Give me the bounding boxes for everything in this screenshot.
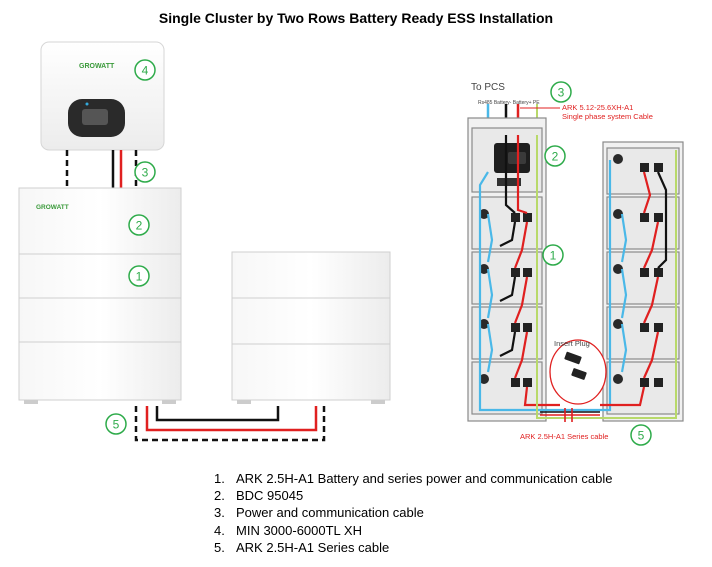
series-badge: 5 — [105, 413, 127, 435]
svg-text:4: 4 — [142, 64, 149, 78]
battery-module-2 — [18, 297, 182, 343]
series-battery-module-2 — [231, 297, 391, 345]
battery-module-3 — [18, 341, 182, 401]
right-rack-power — [600, 171, 668, 407]
svg-text:5: 5 — [638, 429, 645, 443]
legend-number: 5. — [214, 539, 225, 555]
svg-text:1: 1 — [550, 249, 557, 263]
legend-number: 4. — [214, 522, 225, 538]
series-cable-bundle — [540, 408, 600, 422]
right-badge-3: 3 — [550, 81, 572, 103]
legend-item: 4. MIN 3000-6000TL XH — [214, 522, 612, 539]
red-note-2: Single phase system Cable — [562, 112, 653, 121]
right-badge-2: 2 — [544, 145, 566, 167]
right-badge-5: 5 — [630, 424, 652, 446]
legend-text: ARK 2.5H-A1 Battery and series power and… — [236, 471, 613, 486]
battery-badge: 1 — [128, 265, 150, 287]
battery-module-1 — [18, 253, 182, 299]
inverter-badge: 4 — [134, 59, 156, 81]
left-battery-stack: GROWATT — [18, 187, 182, 404]
legend-number: 1. — [214, 471, 225, 486]
right-battery-stack — [231, 251, 391, 404]
legend-number: 2. — [214, 488, 225, 504]
bdc-brand: GROWATT — [36, 204, 69, 211]
right-rack-terminals — [613, 154, 663, 387]
inverter-unit: GROWATT — [40, 41, 165, 151]
bdc-badge: 2 — [128, 214, 150, 236]
legend-item: 2. BDC 95045 — [214, 487, 612, 504]
series-cables — [134, 406, 326, 442]
series-battery-module-3 — [231, 343, 391, 401]
legend-item: 1. ARK 2.5H-A1 Battery and series power a… — [214, 470, 612, 487]
svg-text:5: 5 — [113, 418, 120, 432]
legend-list: 1. ARK 2.5H-A1 Battery and series power a… — [214, 470, 612, 556]
insert-plug-label: Insert Plug — [554, 339, 590, 348]
ground-cables — [536, 135, 677, 419]
diagram-title: Single Cluster by Two Rows Battery Ready… — [158, 10, 554, 26]
to-pcs-label: To PCS — [471, 82, 505, 93]
cable-badge: 3 — [134, 161, 156, 183]
svg-text:3: 3 — [558, 86, 565, 100]
port-labels: Rs485 Battery- Battery+ PE — [478, 100, 540, 106]
series-cable-label: ARK 2.5H-A1 Series cable — [520, 432, 608, 441]
legend-item: 3. Power and communication cable — [214, 504, 612, 521]
red-note-1: ARK 5.12-25.6XH-A1 — [562, 103, 633, 112]
svg-text:2: 2 — [136, 219, 143, 233]
legend-item: 5. ARK 2.5H-A1 Series cable — [214, 539, 612, 556]
left-rack-terminals — [479, 209, 532, 387]
svg-text:1: 1 — [136, 270, 143, 284]
left-rack-power — [499, 135, 560, 407]
legend-text: MIN 3000-6000TL XH — [236, 522, 362, 538]
series-battery-module-1 — [231, 251, 391, 299]
insert-plug-callout: Insert Plug — [549, 339, 607, 405]
svg-text:3: 3 — [142, 166, 149, 180]
legend-text: ARK 2.5H-A1 Series cable — [236, 539, 390, 555]
comm-cables — [478, 160, 628, 412]
svg-text:2: 2 — [552, 150, 559, 164]
bdc-module — [18, 187, 182, 255]
legend-text: BDC 95045 — [236, 488, 304, 504]
inverter-brand: GROWATT — [79, 63, 115, 70]
legend-text: Power and communication cable — [236, 505, 424, 521]
right-badge-1: 1 — [542, 244, 564, 266]
legend-number: 3. — [214, 505, 225, 521]
